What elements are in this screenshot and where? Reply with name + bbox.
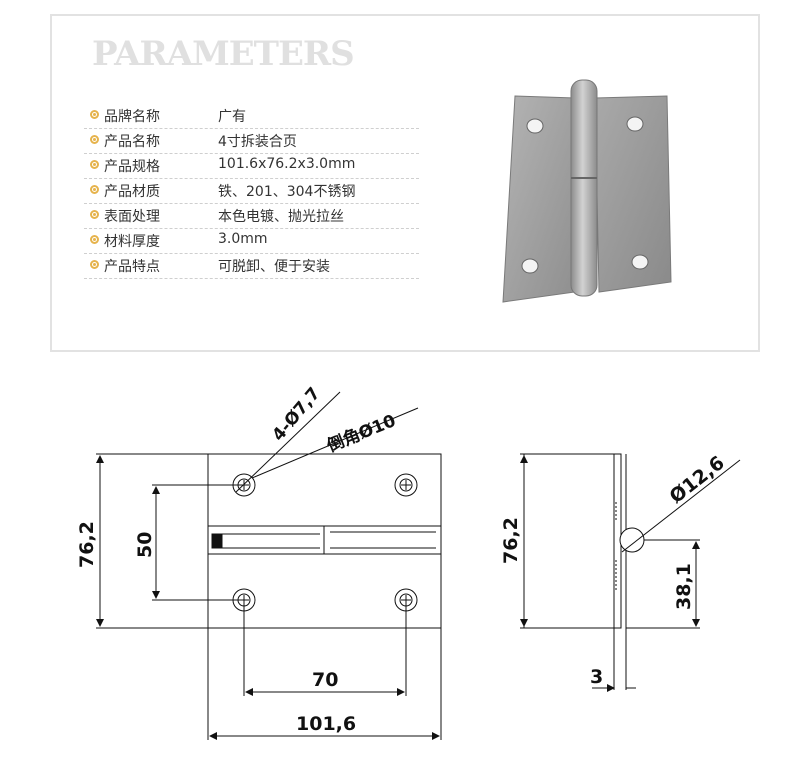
height-side-label: 76,2 [500, 517, 522, 564]
knuckle-diameter-label: Ø12,6 [666, 452, 729, 508]
param-label: 产品规格 [104, 159, 160, 175]
parameters-title: PARAMETERS [92, 34, 355, 74]
param-value: 101.6x76.2x3.0mm [218, 156, 356, 172]
bullet-icon [90, 135, 99, 144]
thickness-label: 3 [590, 666, 603, 688]
hinge-knuckle [570, 79, 598, 297]
side-view-leaf [523, 453, 622, 629]
bullet-icon [90, 185, 99, 194]
param-row-thickness: 材料厚度 3.0mm [84, 229, 419, 254]
hinge-product-photo [502, 79, 672, 303]
knuckle-position-label: 38,1 [673, 563, 695, 610]
bullet-icon [90, 260, 99, 269]
height-front-label: 76,2 [76, 521, 98, 568]
param-label: 产品名称 [104, 134, 160, 150]
param-row-material: 产品材质 铁、201、304不锈钢 [84, 179, 419, 204]
front-view-knuckle [207, 525, 325, 555]
chamfer-callout-label: 倒角Ø10 [323, 410, 399, 457]
param-value: 3.0mm [218, 231, 268, 247]
param-label: 品牌名称 [104, 109, 160, 125]
hinge-right-leaf [594, 95, 672, 293]
screw-hole [631, 254, 649, 270]
param-label: 产品特点 [104, 259, 160, 275]
width-label: 101,6 [296, 713, 356, 735]
param-row-product-name: 产品名称 4寸拆装合页 [84, 129, 419, 154]
bullet-icon [90, 160, 99, 169]
technical-drawing: 4-Ø7,7 倒角Ø10 76,2 50 70 101,6 76,2 Ø12,6… [76, 384, 741, 740]
bullet-icon [90, 110, 99, 119]
param-value: 4寸拆装合页 [218, 134, 297, 150]
parameters-table: 品牌名称 广有 产品名称 4寸拆装合页 产品规格 101.6x76.2x3.0m… [84, 104, 419, 279]
bullet-icon [90, 235, 99, 244]
param-value: 广有 [218, 109, 246, 125]
param-row-features: 产品特点 可脱卸、便于安装 [84, 254, 419, 279]
screw-hole [626, 116, 644, 132]
hole-vertical-label: 50 [134, 532, 156, 558]
param-row-finish: 表面处理 本色电镀、抛光拉丝 [84, 204, 419, 229]
param-row-brand: 品牌名称 广有 [84, 104, 419, 129]
param-value: 铁、201、304不锈钢 [218, 184, 356, 200]
param-value: 本色电镀、抛光拉丝 [218, 209, 344, 225]
screw-hole [521, 258, 539, 274]
bullet-icon [90, 210, 99, 219]
param-label: 表面处理 [104, 209, 160, 225]
param-row-spec: 产品规格 101.6x76.2x3.0mm [84, 154, 419, 179]
hole-horizontal-label: 70 [312, 669, 338, 691]
param-label: 材料厚度 [104, 234, 160, 250]
screw-hole [526, 118, 544, 134]
param-value: 可脱卸、便于安装 [218, 259, 330, 275]
side-view-knuckle [619, 527, 645, 553]
param-label: 产品材质 [104, 184, 160, 200]
hole-top-right [394, 473, 418, 497]
